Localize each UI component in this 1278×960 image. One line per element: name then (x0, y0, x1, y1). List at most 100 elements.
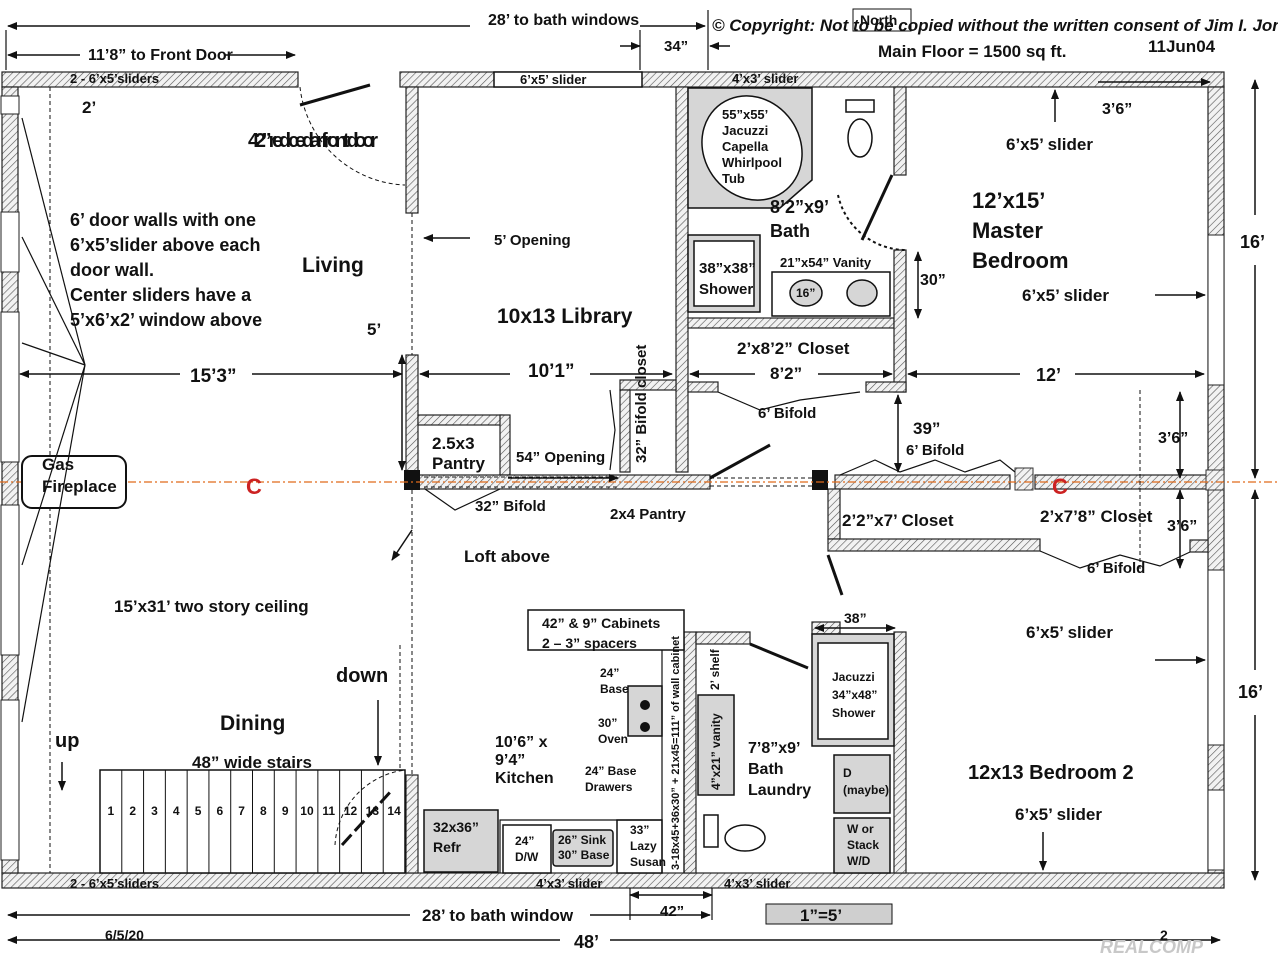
wall-cab-label: 3-18x45+36x30” + 21x45=111” of wall cabi… (670, 636, 682, 870)
washer-label-line-1: W or (847, 822, 874, 836)
front-door-label: 42” red cedar front door (248, 130, 378, 152)
dryer-fixture (833, 754, 891, 814)
washer-label-line-2: Stack (847, 838, 879, 852)
stair-number: 12 (344, 804, 358, 818)
laundry-label-line-1: 7’8”x9’ (748, 740, 800, 757)
two-story-label: 15’x31’ two story ceiling (114, 597, 309, 616)
stairs-label: 48” wide stairs (192, 753, 312, 772)
copyright-text: © Copyright: Not to be copied without th… (712, 16, 1278, 35)
window-bed2-bottom: 6’x5’ slider (1015, 805, 1102, 824)
dim-36c: 3’6” (1167, 518, 1197, 535)
sink-label-line-1: 26” Sink (558, 833, 606, 847)
window-master-top: 6’x5’ slider (1006, 135, 1093, 154)
base-drawers-label-line-1: 24” Base (585, 764, 637, 778)
master-bedroom-label-line-2: Master (972, 218, 1043, 243)
tub-label-line-4: Whirlpool (722, 155, 782, 170)
main-floor-label: Main Floor = 1500 sq ft. (878, 42, 1066, 61)
closet-278-label: 2’x7’8” Closet (1040, 507, 1153, 526)
bedroom2-label: 12x13 Bedroom 2 (968, 762, 1134, 784)
master-bedroom-label-line-1: 12’x15’ (972, 188, 1045, 213)
vanity-small-fixture (697, 694, 735, 796)
library-label: 10x13 Library (497, 305, 633, 328)
bifold-32-label: 32” Bifold (475, 498, 546, 515)
vanity-label: 21”x54” Vanity (780, 255, 872, 270)
dim-38: 38” (844, 610, 867, 626)
window-bottom-left: 2 - 6’x5’sliders (70, 876, 159, 891)
window-top-slider: 6’x5’ slider (520, 72, 587, 87)
opening-54-label: 54” Opening (516, 449, 605, 466)
dim-16a: 16’ (1240, 232, 1265, 252)
pantry-label-line-1: 2.5x3 (432, 434, 475, 453)
scale-bar (765, 903, 893, 925)
bifold-closet-label: 32” Bifold closet (633, 345, 650, 463)
date-bottom: 6/5/20 (105, 927, 144, 943)
stair-number: 1 (108, 804, 115, 818)
cabinets-label-line-1: 42” & 9” Cabinets (542, 615, 660, 631)
door-walls-note-line-4: Center sliders have a (70, 285, 252, 305)
shower-label-line-1: 38”x38” (699, 260, 756, 277)
tub-label-line-1: 55”x55’ (722, 107, 768, 122)
dim-16b: 16’ (1238, 682, 1263, 702)
dim-living-width: 15’3” (190, 366, 236, 387)
master-bedroom-label-line-3: Bedroom (972, 248, 1069, 273)
refrigerator (423, 809, 499, 873)
oven-label-line-2: Oven (598, 732, 628, 746)
up-label: up (55, 730, 79, 752)
window-bottom-2: 4’x3’ slider (724, 876, 791, 891)
closet-master-label: 2’x8’2” Closet (737, 339, 850, 358)
window-bottom-1: 4’x3’ slider (536, 876, 603, 891)
master-bath-label-line-1: 8’2”x9’ (770, 197, 829, 217)
kitchen-label-line-1: 10’6” x (495, 734, 548, 751)
tub-label-line-2: Jacuzzi (722, 123, 768, 138)
master-bath-label-line-2: Bath (770, 221, 810, 241)
refr-label-line-1: 32x36” (433, 819, 479, 835)
dim-36a: 3’6” (1102, 101, 1132, 118)
dining-label: Dining (220, 712, 285, 735)
stair-number: 10 (300, 804, 314, 818)
stair-number: 8 (260, 804, 267, 818)
window-bed2-right: 6’x5’ slider (1026, 623, 1113, 642)
tub-label-line-3: Capella (722, 139, 769, 154)
sink-label-line-2: 30” Base (558, 848, 610, 862)
living-label: Living (302, 254, 364, 277)
centerline-a: C (246, 474, 262, 499)
dim-overall: 48’ (574, 932, 599, 952)
dryer-label-line-1: D (843, 766, 852, 780)
stair-number: 6 (216, 804, 223, 818)
doors (299, 83, 1191, 670)
north-label: North (860, 12, 897, 28)
shower-label-line-2: Shower (699, 281, 753, 298)
cabinets-label-line-2: 2 – 3” spacers (542, 635, 637, 651)
dim-39: 39” (913, 419, 940, 438)
tub-label-line-5: Tub (722, 171, 745, 186)
window-top-left: 2 - 6’x5’sliders (70, 71, 159, 86)
jacuzzi-shower-label-line-3: Shower (832, 706, 876, 720)
dim-5: 5’ (367, 320, 381, 339)
fixtures (21, 87, 895, 874)
laundry-label-line-3: Laundry (748, 782, 811, 799)
stair-number: 5 (195, 804, 202, 818)
sink (552, 829, 614, 867)
window-openings (0, 71, 1225, 871)
dim-36b: 3’6” (1158, 430, 1188, 447)
scale-label: 1”=5’ (800, 906, 842, 925)
labels: © Copyright: Not to be copied without th… (42, 12, 1278, 957)
pantry-label-line-2: Pantry (432, 454, 485, 473)
stair-number: 9 (282, 804, 289, 818)
dryer-label-line-2: (maybe) (843, 783, 889, 797)
dw-label-line-2: D/W (515, 850, 539, 864)
stairs: 1234567891011121314 (99, 769, 406, 874)
page-number: 2 (1160, 927, 1168, 943)
interior-walls (404, 86, 1225, 874)
bifold-6c-label: 6’ Bifold (1087, 560, 1145, 577)
date-code-label: 11Jun04 (1148, 37, 1216, 56)
opening-5-label: 5’ Opening (494, 232, 571, 249)
jacuzzi-shower-label-line-2: 34”x48” (832, 688, 877, 702)
dim-closet-width: 8’2” (770, 364, 802, 383)
washer-fixture (833, 817, 891, 874)
stair-number: 14 (387, 804, 401, 818)
stair-number: 3 (151, 804, 158, 818)
stair-number: 11 (322, 804, 335, 818)
dim-2: 2’ (82, 98, 96, 117)
fireplace-label-line-2: Fireplace (42, 477, 117, 496)
